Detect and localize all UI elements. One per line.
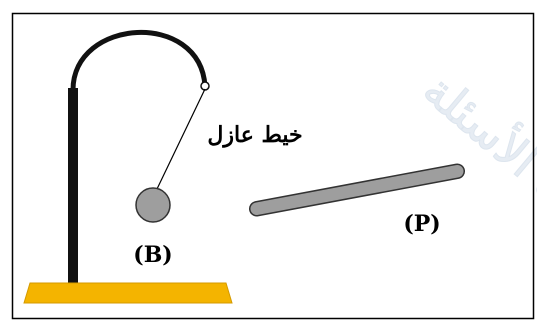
hook-tip-ring — [200, 81, 210, 91]
ball-b — [135, 187, 171, 223]
stand-post — [68, 88, 78, 284]
stand-hook — [70, 29, 208, 93]
stand-base — [23, 282, 233, 304]
figure-frame — [11, 12, 535, 320]
rod-label: (P) — [403, 211, 440, 237]
insulating-thread — [156, 88, 206, 190]
rod-p — [248, 163, 466, 217]
thread-label: خيط عازل — [207, 122, 302, 148]
ball-label: (B) — [133, 242, 172, 268]
